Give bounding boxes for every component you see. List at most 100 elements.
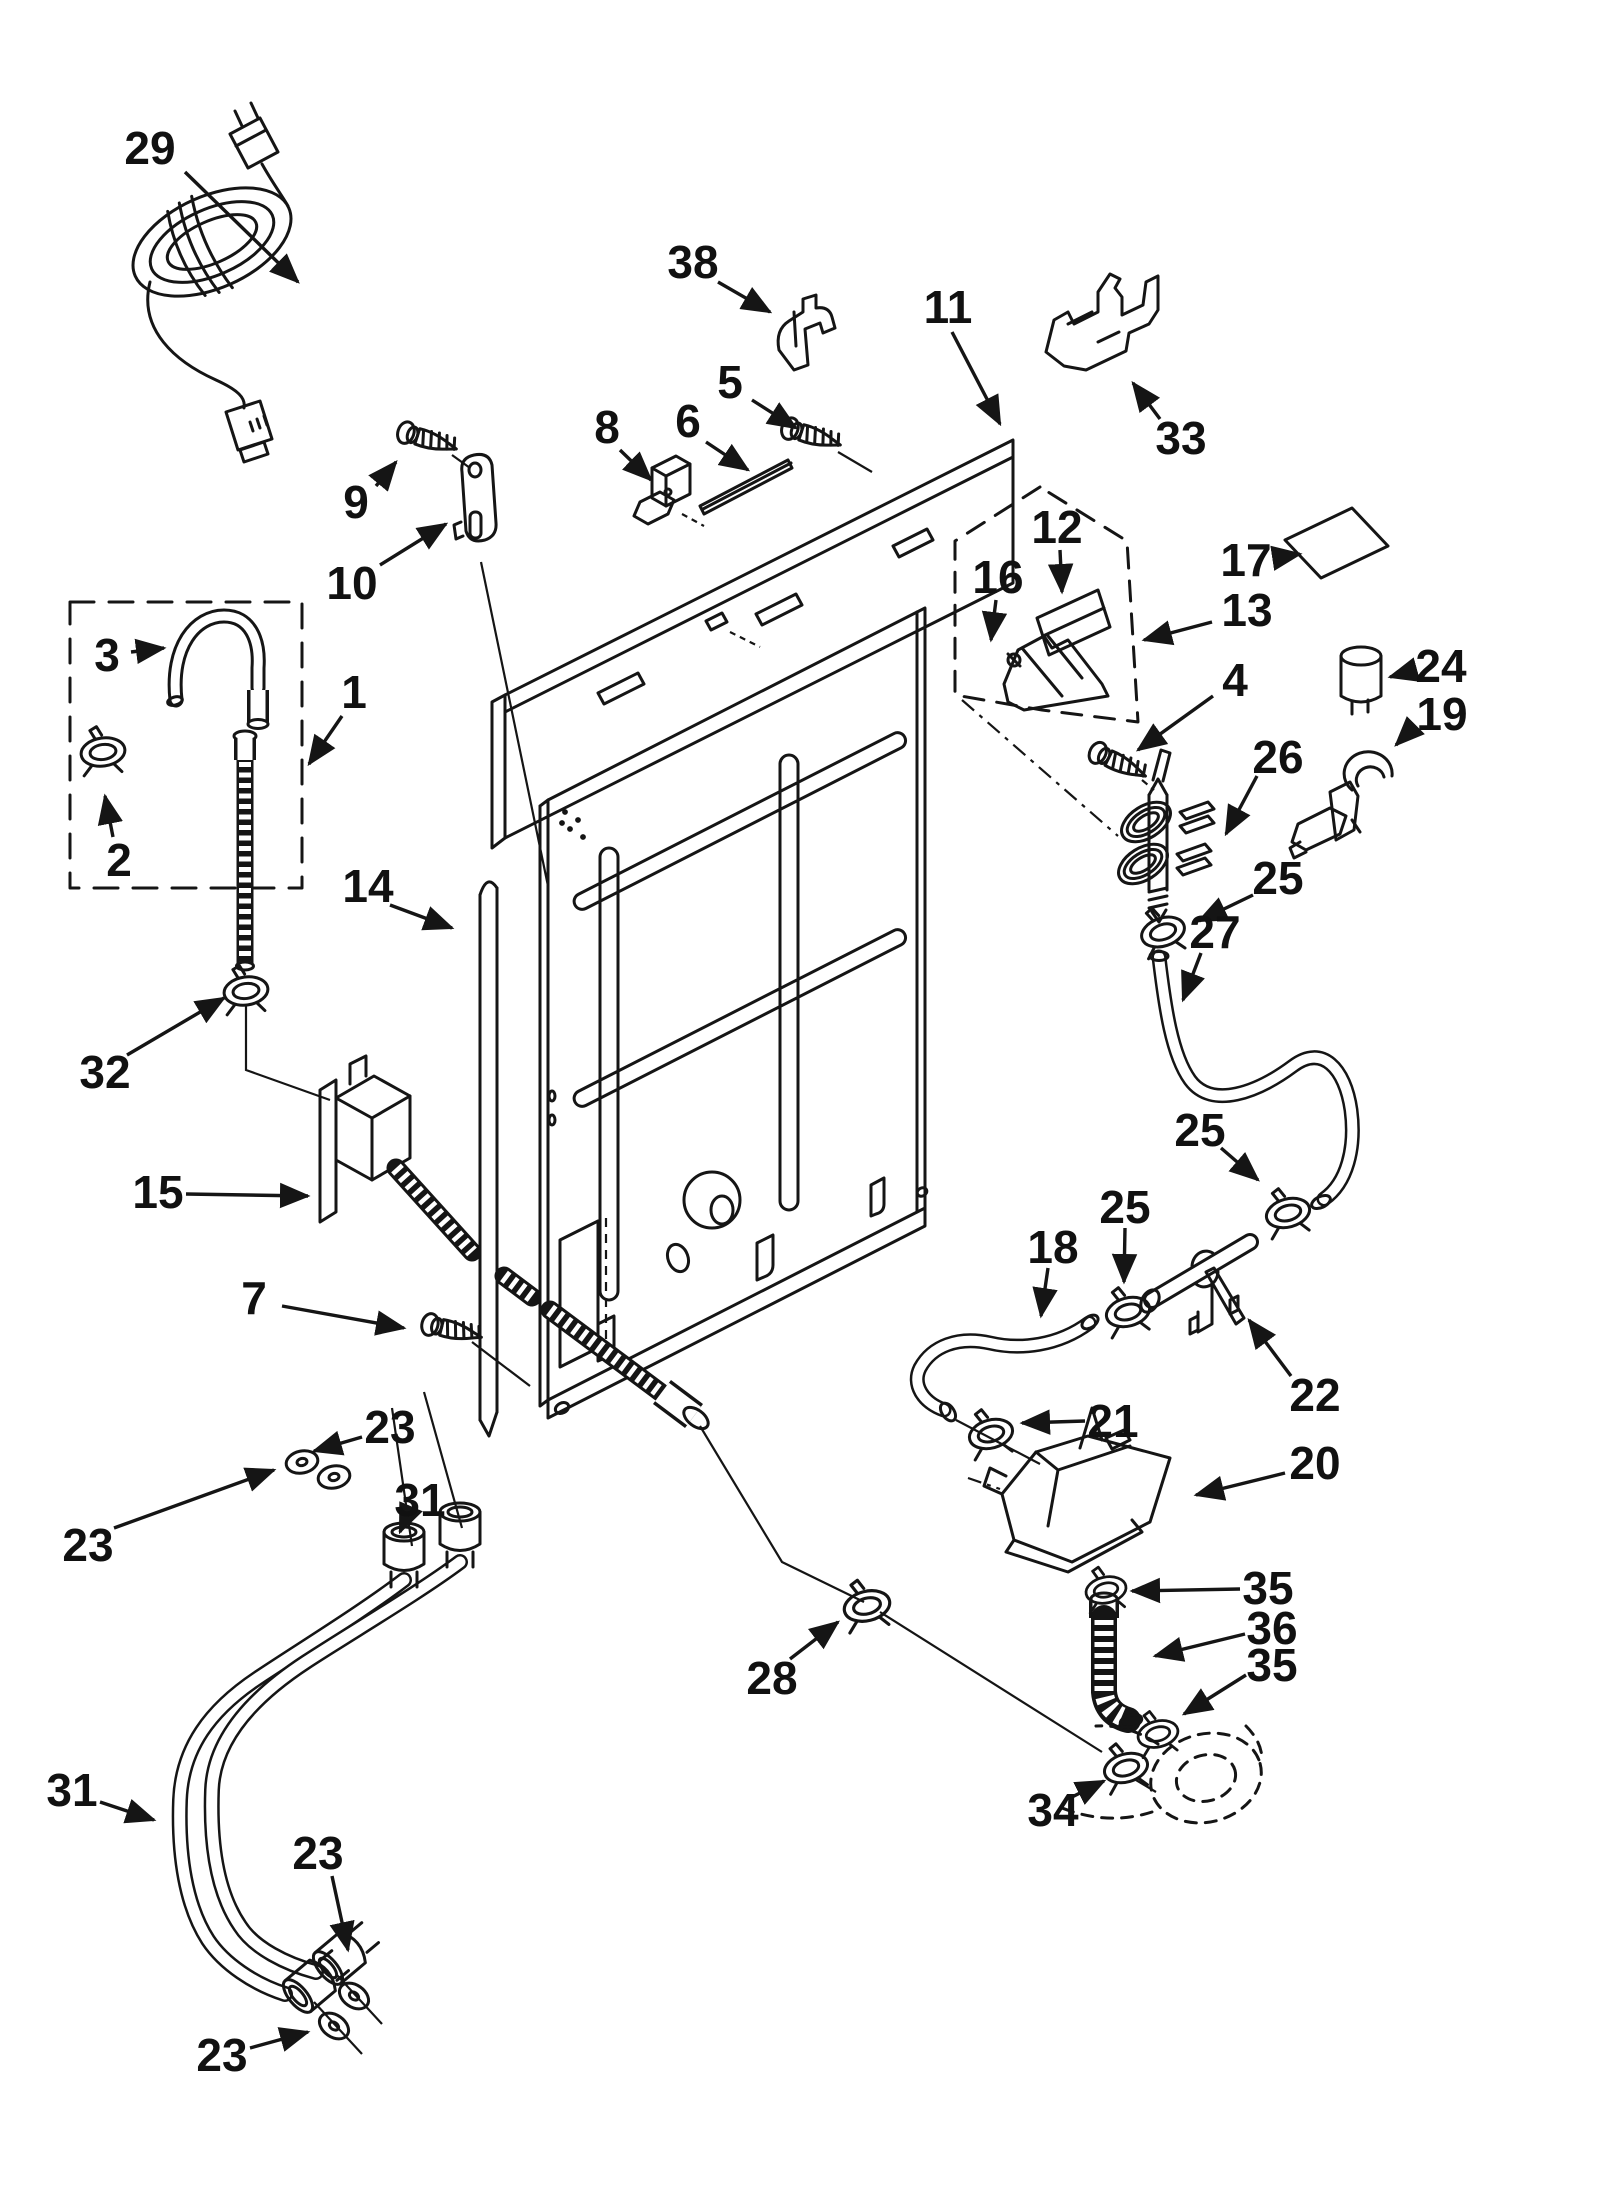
callout-arrow-23-2 — [113, 1467, 277, 1530]
retainer-clip-38 — [776, 293, 837, 372]
clamp-28 — [836, 1572, 897, 1636]
callout-3[interactable]: 3 — [94, 629, 120, 681]
callout-arrow-24 — [1387, 657, 1421, 682]
callout-arrow-36 — [1152, 1632, 1246, 1662]
callout-23-3[interactable]: 23 — [292, 1827, 343, 1879]
clamp-21 — [961, 1401, 1020, 1463]
callout-9[interactable]: 9 — [343, 476, 369, 528]
callout-12[interactable]: 12 — [1031, 501, 1082, 553]
clamp-35b — [1131, 1704, 1184, 1760]
callout-25[interactable]: 25 — [1252, 852, 1303, 904]
callout-arrow-2 — [97, 793, 123, 838]
drain-hose-kit-box — [68, 600, 304, 890]
callout-arrow-28 — [788, 1620, 841, 1661]
callout-14[interactable]: 14 — [342, 860, 394, 912]
callout-34[interactable]: 34 — [1027, 1784, 1079, 1836]
washer-23-2 — [314, 1461, 354, 1493]
callout-2[interactable]: 2 — [106, 834, 132, 886]
callout-arrow-29 — [183, 170, 300, 284]
callout-arrow-23-3 — [329, 1875, 355, 1953]
callout-21[interactable]: 21 — [1087, 1395, 1138, 1447]
callout-4[interactable]: 4 — [1222, 654, 1248, 706]
callout-arrow-4 — [1135, 694, 1214, 752]
callout-arrow-12 — [1047, 549, 1074, 595]
callout-25-3[interactable]: 25 — [1099, 1181, 1150, 1233]
callout-arrow-34 — [1071, 1779, 1107, 1805]
capacitor-24 — [1339, 645, 1383, 716]
callout-15[interactable]: 15 — [132, 1166, 183, 1218]
callout-arrow-17 — [1270, 545, 1303, 571]
callout-19[interactable]: 19 — [1416, 688, 1467, 740]
inlet-hoses-31 — [171, 1391, 482, 2055]
pressure-switch-kit-box — [953, 485, 1140, 837]
callout-31-2[interactable]: 31 — [46, 1764, 97, 1816]
callout-31[interactable]: 31 — [394, 1474, 445, 1526]
callout-arrow-33 — [1131, 380, 1162, 421]
callout-23-4[interactable]: 23 — [196, 2029, 247, 2081]
sticker-12 — [1035, 588, 1112, 657]
pump-ghost-outline — [1060, 1724, 1264, 1825]
callout-arrow-25-2 — [1219, 1146, 1260, 1182]
callout-23[interactable]: 23 — [364, 1401, 415, 1453]
callout-25-2[interactable]: 25 — [1174, 1104, 1225, 1156]
callout-arrow-25-3 — [1111, 1227, 1138, 1285]
callout-arrow-21 — [1019, 1409, 1086, 1435]
callout-33[interactable]: 33 — [1155, 412, 1206, 464]
callout-arrow-3 — [130, 638, 167, 665]
strap-bracket-10 — [452, 453, 550, 887]
callout-32[interactable]: 32 — [79, 1046, 130, 1098]
callout-arrow-16 — [981, 599, 1008, 643]
callout-11[interactable]: 11 — [924, 281, 973, 333]
plug-icon — [228, 101, 280, 170]
callout-29[interactable]: 29 — [124, 122, 175, 174]
strip-6 — [698, 458, 794, 516]
callout-36[interactable]: 36 — [1246, 1602, 1297, 1654]
callout-5[interactable]: 5 — [717, 356, 743, 408]
callout-22[interactable]: 22 — [1289, 1369, 1340, 1421]
callout-arrow-5 — [751, 398, 799, 430]
callout-35[interactable]: 35 — [1242, 1562, 1293, 1614]
pump-bracket-20 — [982, 1406, 1172, 1574]
power-cord-drawing — [131, 101, 293, 464]
callout-arrow-31-2 — [99, 1799, 157, 1824]
callout-26[interactable]: 26 — [1252, 731, 1303, 783]
callout-16[interactable]: 16 — [972, 551, 1023, 603]
callout-20[interactable]: 20 — [1289, 1437, 1340, 1489]
callout-18[interactable]: 18 — [1027, 1221, 1078, 1273]
bracket-33 — [1044, 272, 1160, 372]
callout-1[interactable]: 1 — [341, 666, 367, 718]
callout-arrow-15 — [185, 1182, 311, 1209]
rear-panel-drawing — [490, 438, 1015, 1420]
elbow-hose-36 — [1089, 1591, 1144, 1733]
callout-24[interactable]: 24 — [1415, 640, 1467, 692]
callout-27[interactable]: 27 — [1189, 906, 1240, 958]
callout-layer: 2938115689103312161317241942625272525182… — [46, 122, 1467, 2081]
callout-8[interactable]: 8 — [594, 401, 620, 453]
callout-arrow-31 — [398, 1501, 423, 1535]
water-inlet-valve — [1117, 748, 1216, 924]
clamp-25b — [1258, 1180, 1317, 1242]
drain-spring-coil — [386, 1158, 1103, 1753]
callout-10[interactable]: 10 — [326, 557, 377, 609]
callout-arrow-35 — [1129, 1577, 1241, 1604]
callout-arrow-20 — [1193, 1471, 1286, 1501]
callout-7[interactable]: 7 — [241, 1272, 267, 1324]
callout-13[interactable]: 13 — [1221, 584, 1272, 636]
trim-strip-drawing — [478, 880, 499, 1438]
callout-arrow-38 — [717, 280, 773, 314]
callout-28[interactable]: 28 — [746, 1652, 797, 1704]
callout-6[interactable]: 6 — [675, 395, 701, 447]
callout-arrow-11 — [950, 331, 1002, 427]
clamp-25c — [1098, 1279, 1157, 1341]
callout-arrow-10 — [379, 522, 449, 567]
hose-guide-bracket-15 — [318, 1054, 412, 1224]
callout-17[interactable]: 17 — [1220, 534, 1271, 586]
callout-35-2[interactable]: 35 — [1246, 1639, 1297, 1691]
callout-23-2[interactable]: 23 — [62, 1519, 113, 1571]
callout-arrow-23 — [311, 1430, 363, 1456]
callout-arrow-22 — [1247, 1317, 1293, 1378]
bracket-16 — [1002, 634, 1110, 712]
callout-arrow-26 — [1224, 775, 1259, 837]
callout-38[interactable]: 38 — [667, 236, 718, 288]
